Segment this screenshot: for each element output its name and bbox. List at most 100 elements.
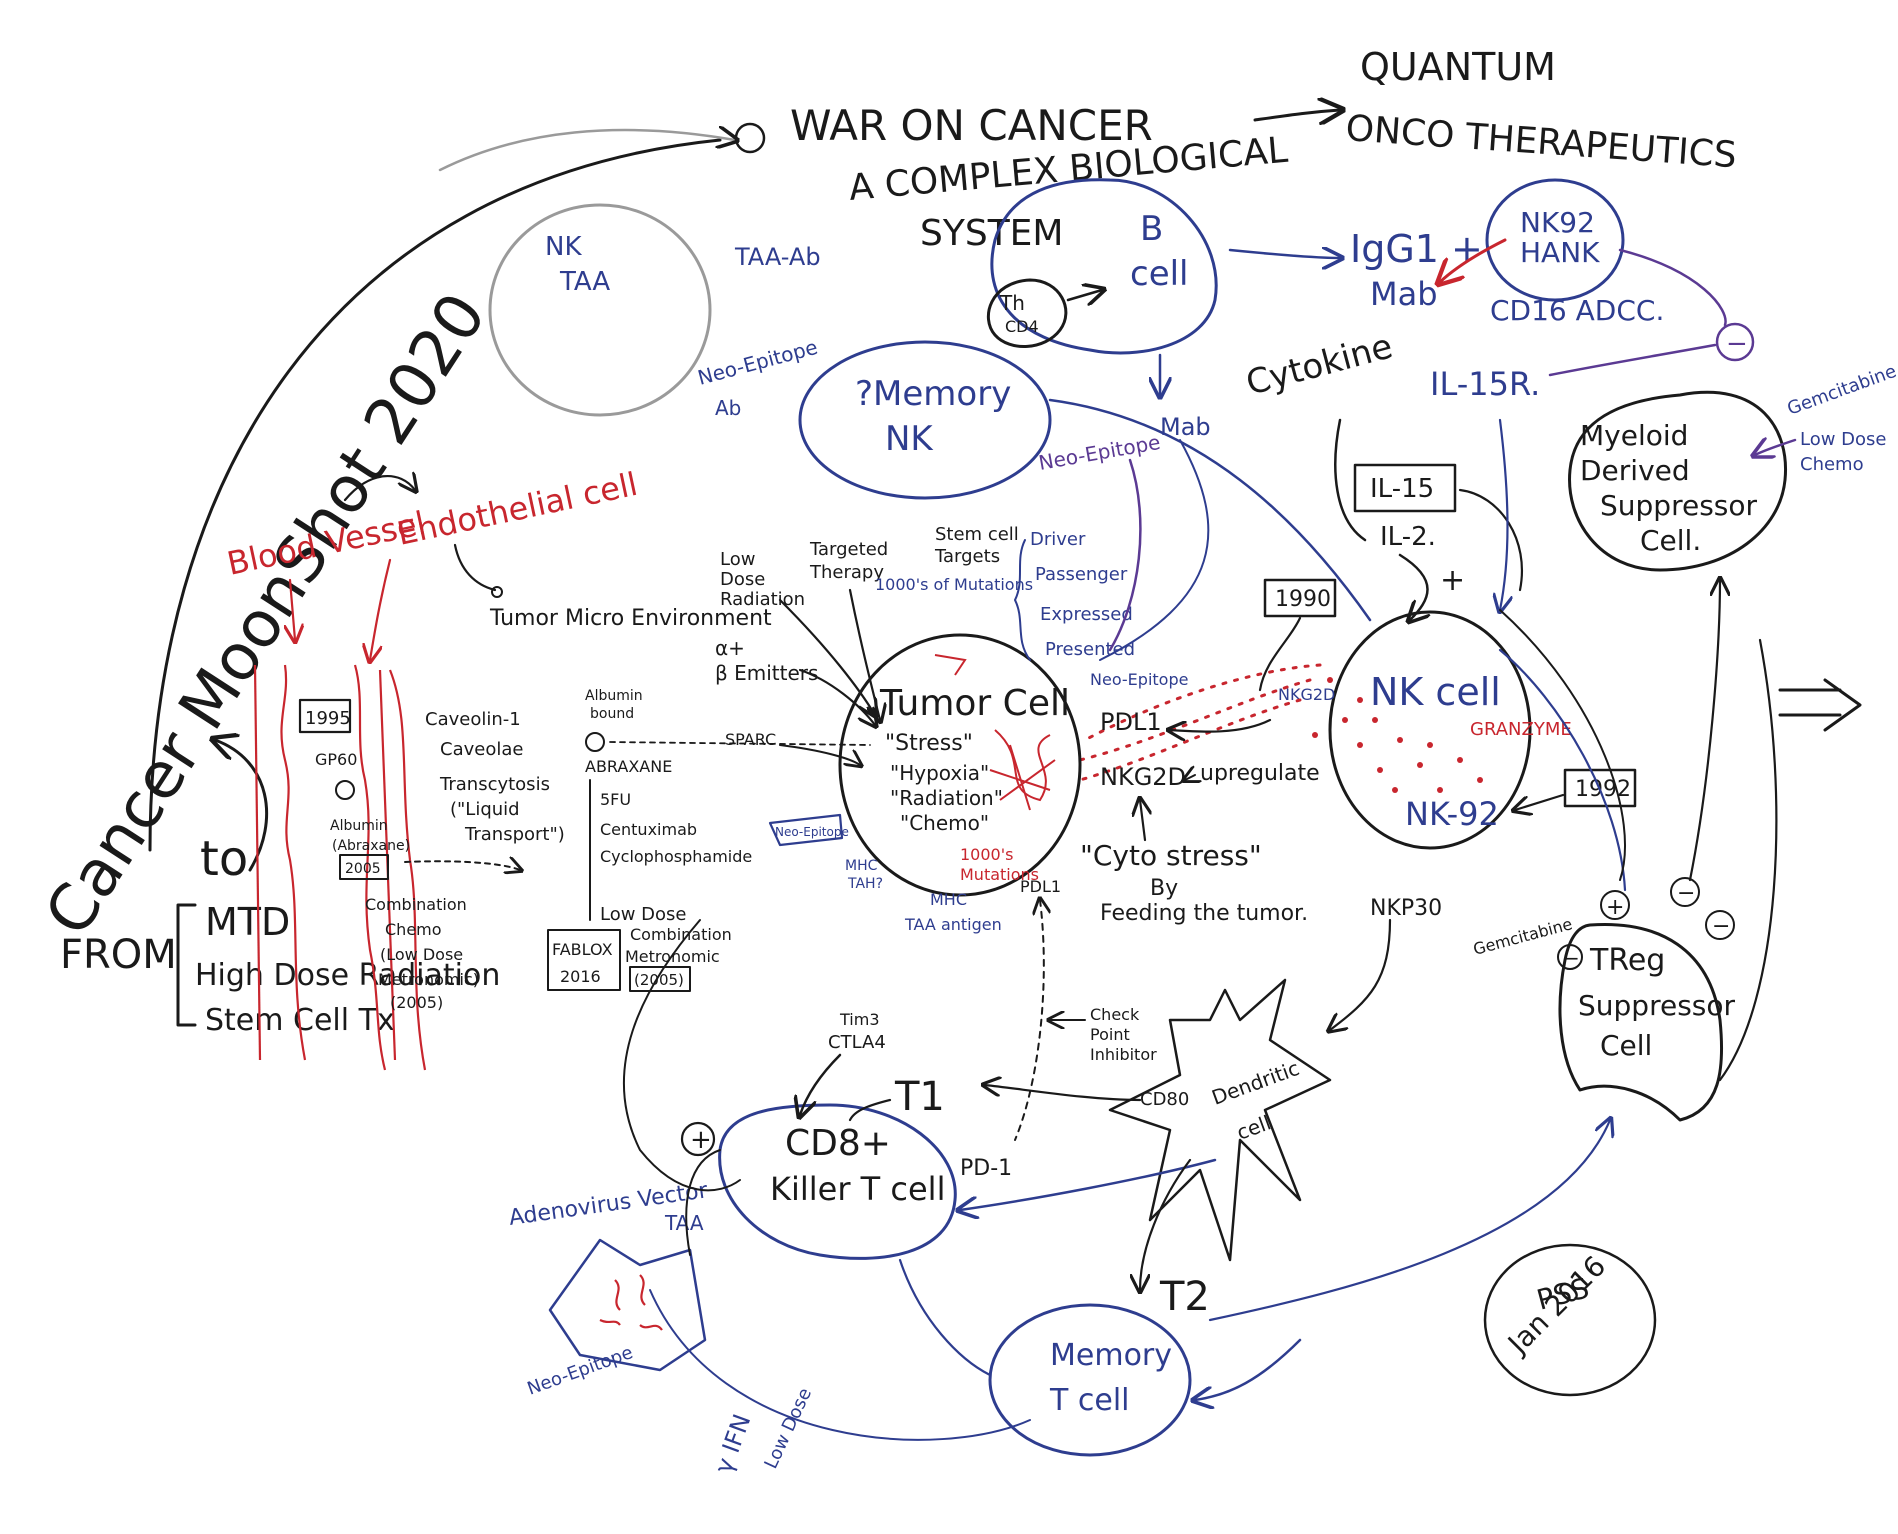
- from-label: FROM: [60, 932, 177, 978]
- sparc-label: SPARC: [725, 730, 776, 749]
- low-dose-label: Low Dose: [600, 904, 687, 925]
- complex-title-2: SYSTEM: [920, 213, 1064, 254]
- moonshot-arc: [148, 138, 722, 852]
- tme-big-loop: [622, 919, 741, 1192]
- combination-label: Combination: [630, 925, 732, 944]
- quantum-title-1: QUANTUM: [1360, 45, 1556, 89]
- nk-to-treg-line: [1498, 648, 1627, 892]
- y2005-box: [629, 966, 691, 992]
- t1-arrow: [848, 1098, 892, 1122]
- driver-label: Driver: [1030, 529, 1086, 550]
- dendritic-label-1: Dendritic: [1209, 1056, 1303, 1110]
- fablox-box: [547, 929, 621, 991]
- cd8-label: CD8+: [785, 1123, 891, 1164]
- cd8-to-memory-line: [898, 1258, 992, 1377]
- th-label: Th: [999, 291, 1025, 315]
- mdsc-label-2: Derived: [1580, 454, 1690, 487]
- y1990-box: [1263, 578, 1337, 618]
- y1990-label: 1990: [1275, 587, 1331, 612]
- radiation-label: "Radiation": [890, 786, 1003, 810]
- chemo-label: "Chemo": [900, 811, 989, 835]
- from-mtd: MTD: [205, 900, 290, 944]
- mdsc-label-3: Suppressor: [1600, 489, 1757, 522]
- checkpoint-2: Point: [1090, 1025, 1130, 1044]
- b-to-igg-arrow: [1228, 250, 1340, 258]
- th-cell-shape: [986, 278, 1068, 348]
- abraxane-label: ABRAXANE: [585, 757, 672, 776]
- memory-nk-to-nk-line: [1048, 398, 1372, 622]
- tumor-mhc-2: MHC: [930, 890, 967, 909]
- treg-minus-2: −: [1677, 881, 1695, 906]
- low-dose-radiation-1: Low: [720, 549, 755, 570]
- war-bullet: [734, 122, 766, 154]
- treg-plus: +: [1606, 895, 1624, 920]
- nk-to-dendritic-arrow: [1330, 918, 1392, 1030]
- transport-dash-arrow: [404, 861, 520, 870]
- neo-epitope-list-label: Neo-Epitope: [1090, 670, 1188, 689]
- abraxane-vessel-label: (Abraxane): [332, 838, 410, 854]
- signature-date: Jan 2016: [1500, 1249, 1612, 1361]
- treg-plus-ring: [1600, 890, 1630, 920]
- treg-long-loop: [1718, 638, 1778, 1082]
- endothelial-label: Endothelial cell: [394, 465, 641, 553]
- 5fu-label: 5FU: [600, 790, 631, 809]
- passenger-label: Passenger: [1035, 564, 1128, 585]
- endothelial-arrow: [370, 558, 392, 660]
- mab-label: Mab: [1370, 275, 1438, 313]
- nk-cell-label: NK cell: [1370, 670, 1501, 714]
- b-cell-label-1: B: [1140, 209, 1163, 249]
- combo-vessel-4: Metronomic): [378, 970, 479, 989]
- upregulate-label: upregulate: [1200, 761, 1320, 786]
- nk-taa-label-1: NK: [545, 232, 582, 262]
- radiation-to-tumor-arrow: [778, 598, 875, 715]
- y1995-box: [298, 698, 352, 734]
- tumor-tah: TAH?: [847, 876, 883, 892]
- treg-label-3: Cell: [1600, 1029, 1652, 1062]
- tumor-cell-label: Tumor Cell: [879, 683, 1070, 724]
- nk92-label: NK92: [1520, 206, 1595, 239]
- caveolae-label: Caveolae: [440, 739, 523, 760]
- granzyme-dots: [1312, 677, 1483, 793]
- gp60-label: GP60: [315, 750, 357, 769]
- il2-to-nk-arrow: [1398, 553, 1428, 620]
- checkpoint-3: Inhibitor: [1090, 1045, 1157, 1064]
- il2-label: IL-2.: [1380, 522, 1436, 552]
- cytokine-label: Cytokine: [1242, 326, 1397, 403]
- dendritic-to-t2-arrow: [1140, 1158, 1192, 1290]
- pd1-label: PD-1: [960, 1156, 1012, 1181]
- expressed-label: Expressed: [1040, 604, 1133, 625]
- tumor-taa-antigen: TAA antigen: [904, 915, 1002, 934]
- nk-pdl1-arrow: [1170, 718, 1272, 732]
- mab-to-tumor-line: [1099, 439, 1210, 661]
- signature-circle: [1483, 1243, 1657, 1397]
- cd80-arrow: [985, 1085, 1142, 1102]
- tumor-scribble: [934, 654, 1056, 811]
- taa-adeno-label: TAA: [664, 1211, 704, 1235]
- nk-taa-circle: [488, 203, 712, 417]
- blood-vessel-arrow: [290, 578, 295, 640]
- il15-to-nk-line: [1458, 488, 1523, 592]
- nk92-cell-label: NK-92: [1405, 795, 1499, 833]
- targeted-2: Therapy: [809, 562, 884, 583]
- nk92-to-mdsc-line: [1618, 248, 1727, 327]
- tme-label: Tumor Micro Environment: [489, 606, 772, 631]
- albumin-vessel-label: Albumin: [330, 818, 388, 834]
- ctla-label: CTLA4: [828, 1032, 886, 1053]
- mab2-label: Mab: [1160, 413, 1211, 441]
- cyto-stress-3: Feeding the tumor.: [1100, 901, 1308, 926]
- treg-minus-1: −: [1563, 946, 1580, 970]
- y2005a-label: 2005: [345, 861, 381, 877]
- to-label: to: [200, 831, 248, 887]
- adeno-to-cd8-line: [685, 1149, 721, 1256]
- treg-to-mdsc-arrow: [1688, 580, 1720, 882]
- memory-nk-circle: [798, 340, 1052, 500]
- treg-minus-ring-3: [1705, 910, 1735, 940]
- stem-cell-targets-1: Stem cell: [935, 524, 1019, 545]
- combo-vessel-3: (Low Dose: [380, 945, 463, 964]
- hank-to-mab-arrow: [1440, 238, 1507, 282]
- from-bracket: [176, 903, 197, 1027]
- tme-bullet: [491, 586, 503, 598]
- checkpoint-dash-arrow: [1014, 900, 1044, 1141]
- il-plus: +: [1440, 563, 1465, 598]
